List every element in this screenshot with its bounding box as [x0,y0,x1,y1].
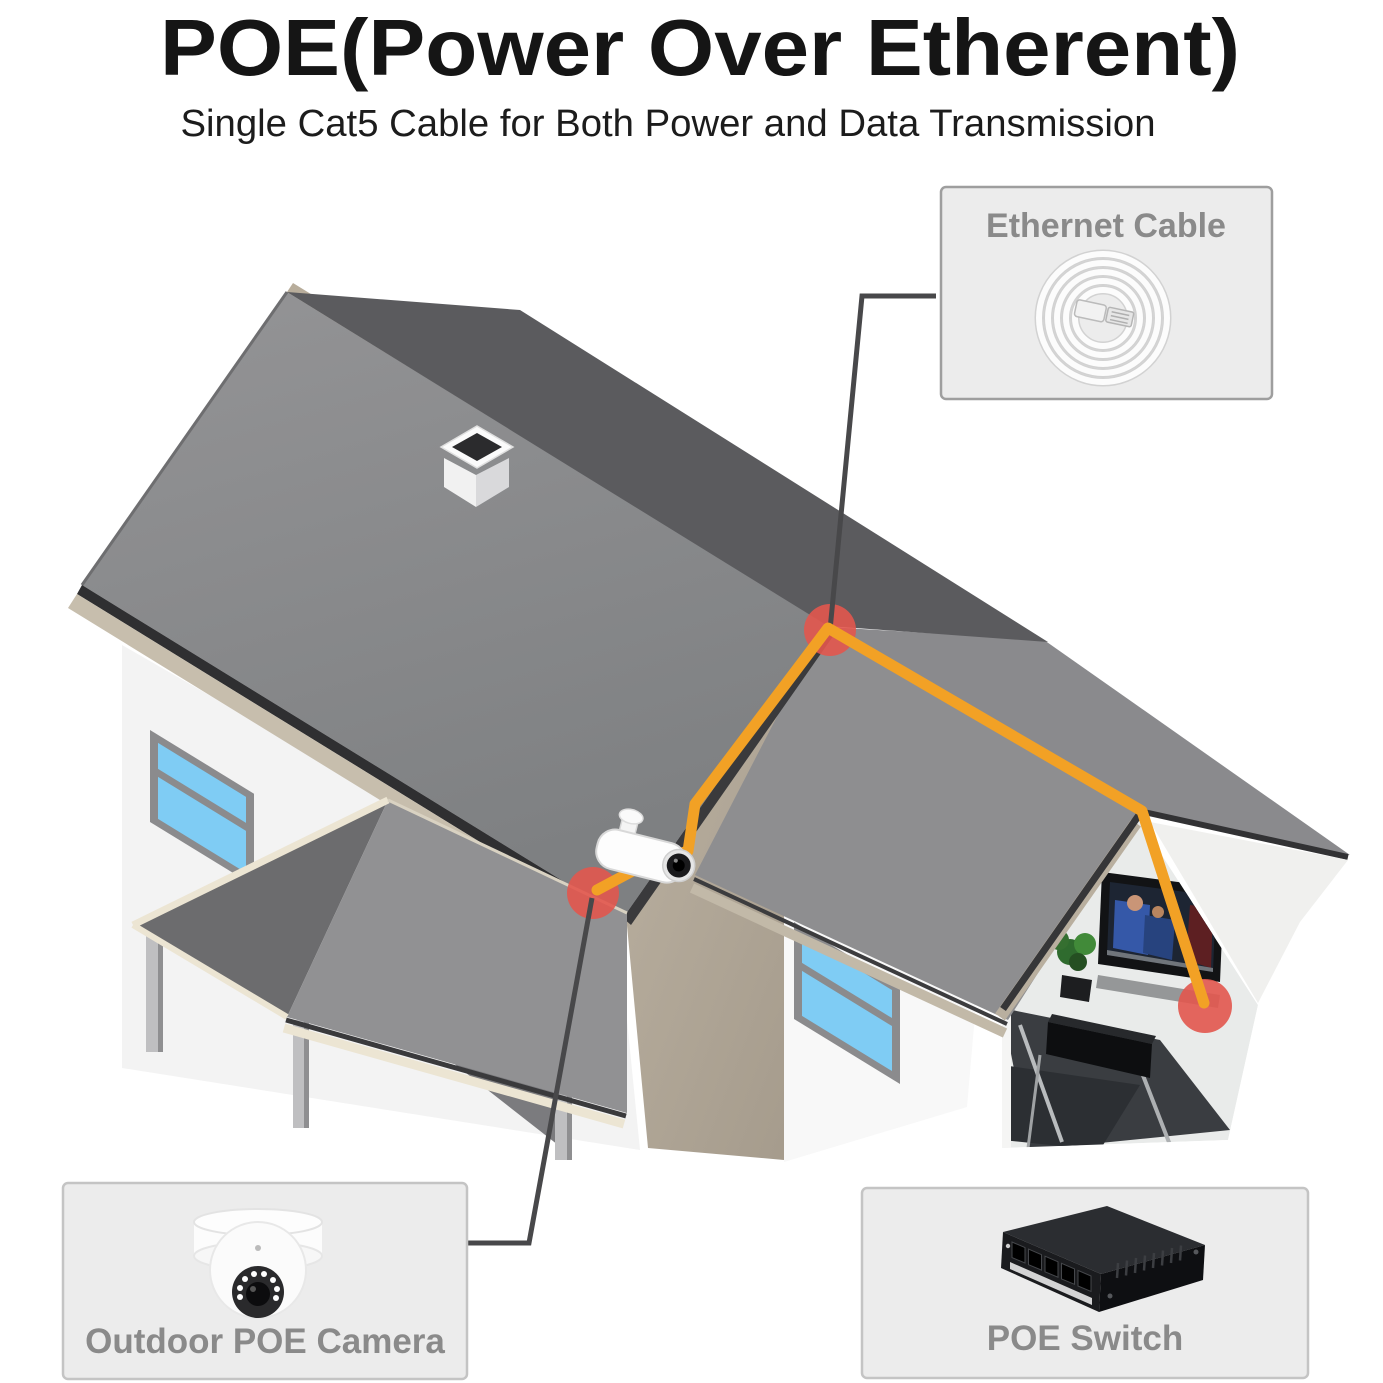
coiled-cable-icon [1034,249,1172,387]
main-house-back-roof [287,292,1048,642]
switch-ports [1011,1241,1092,1293]
bullet-camera-icon [595,808,696,884]
ethernet-cable-label: Ethernet Cable [986,207,1226,245]
porch-roof-right-slope [287,800,627,1113]
right-wing-far-wall [1150,822,1348,1003]
page-subtitle: Single Cat5 Cable for Both Power and Dat… [181,103,1156,145]
connector-line-ethernet [827,293,936,631]
left-window-bottom-pane [158,776,246,873]
media-console [1046,1022,1152,1078]
right-window-bottom-pane [802,970,892,1072]
poe-switch-label: POE Switch [987,1319,1183,1358]
chimney [439,425,515,507]
right-wing-window [794,922,900,1084]
right-wing-back-roof [828,627,1350,855]
left-window-top-pane [158,742,246,823]
connector-line-camera [468,897,595,1246]
porch [131,796,628,1160]
callout-poe-camera: Outdoor POE Camera [61,1181,469,1381]
dome-camera-icon [193,1208,323,1319]
callout-poe-switch: POE Switch [860,1186,1310,1380]
page-title: POE(Power Over Etherent) [160,3,1240,92]
callout-ethernet-cable: Ethernet Cable [939,185,1274,401]
left-window [150,730,254,886]
right-wing-front-roof [695,622,1142,1020]
poe-switch-icon [1001,1206,1205,1312]
interior-living-room [1002,818,1258,1148]
house-illustration [68,283,1350,1246]
poe-camera-label: Outdoor POE Camera [85,1322,445,1361]
right-window-top-pane [802,934,892,1019]
